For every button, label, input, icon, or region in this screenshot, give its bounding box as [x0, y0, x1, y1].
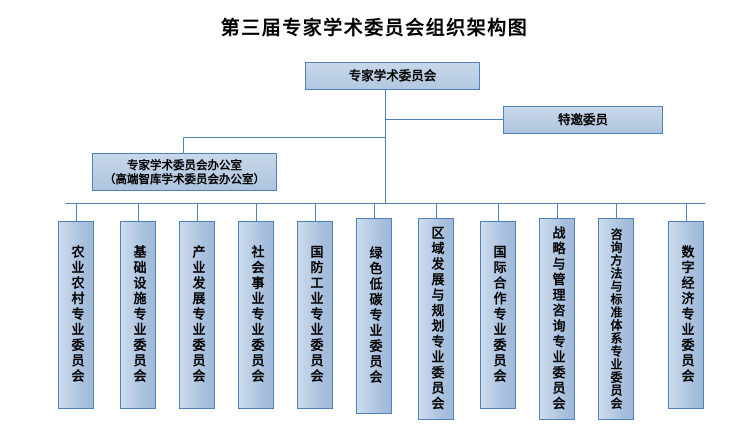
committee-label-wrap: 咨询方法与标准体系专业委员会: [599, 219, 633, 419]
committee-label-wrap: 数字经济专业委员会: [669, 222, 703, 408]
committee-label-2: 基础设施专业委员会: [130, 245, 146, 385]
committee-label-5: 国防工业专业委员会: [307, 245, 323, 385]
committee-label-wrap: 区域发展与规划专业委员会: [419, 219, 453, 419]
committee-label-11: 数字经济专业委员会: [678, 245, 694, 385]
committee-label-7: 区域发展与规划专业委员会: [428, 226, 444, 412]
node-office-label-line1: 专家学术委员会办公室: [127, 157, 242, 172]
node-invited-members[interactable]: 特邀委员: [503, 106, 663, 134]
committee-label-wrap: 绿色低碳专业委员会: [357, 219, 391, 413]
committee-box-11[interactable]: 数字经济专业委员会: [668, 221, 704, 409]
node-invited-members-label: 特邀委员: [557, 112, 608, 128]
committee-label-wrap: 社会事业专业委员会: [239, 222, 273, 408]
committee-box-3[interactable]: 产业发展专业委员会: [179, 221, 215, 409]
node-root[interactable]: 专家学术委员会: [305, 62, 480, 90]
committee-box-2[interactable]: 基础设施专业委员会: [120, 221, 156, 409]
committee-box-4[interactable]: 社会事业专业委员会: [238, 221, 274, 409]
page-title: 第三届专家学术委员会组织架构图: [220, 17, 529, 39]
committee-label-6: 绿色低碳专业委员会: [366, 246, 382, 386]
committee-label-3: 产业发展专业委员会: [189, 245, 205, 385]
node-office[interactable]: 专家学术委员会办公室 （高端智库学术委员会办公室）: [92, 153, 277, 191]
committee-box-9[interactable]: 战略与管理咨询专业委员会: [539, 218, 575, 420]
committee-label-wrap: 国际合作专业委员会: [481, 222, 515, 408]
committee-label-wrap: 基础设施专业委员会: [121, 222, 155, 408]
committee-box-1[interactable]: 农业农村专业委员会: [58, 221, 94, 409]
committee-label-9: 战略与管理咨询专业委员会: [549, 226, 565, 412]
committee-box-6[interactable]: 绿色低碳专业委员会: [356, 218, 392, 414]
node-root-label: 专家学术委员会: [348, 68, 437, 84]
committee-box-5[interactable]: 国防工业专业委员会: [297, 221, 333, 409]
committee-label-wrap: 战略与管理咨询专业委员会: [540, 219, 574, 419]
committee-label-wrap: 农业农村专业委员会: [59, 222, 93, 408]
committee-label-10: 咨询方法与标准体系专业委员会: [609, 228, 623, 410]
committee-box-7[interactable]: 区域发展与规划专业委员会: [418, 218, 454, 420]
committee-box-8[interactable]: 国际合作专业委员会: [480, 221, 516, 409]
committee-label-8: 国际合作专业委员会: [490, 245, 506, 385]
node-office-label-line2: （高端智库学术委员会办公室）: [104, 172, 265, 186]
committee-box-10[interactable]: 咨询方法与标准体系专业委员会: [598, 218, 634, 420]
committee-label-4: 社会事业专业委员会: [248, 245, 264, 385]
committee-label-wrap: 国防工业专业委员会: [298, 222, 332, 408]
committee-label-1: 农业农村专业委员会: [68, 245, 84, 385]
committee-label-wrap: 产业发展专业委员会: [180, 222, 214, 408]
